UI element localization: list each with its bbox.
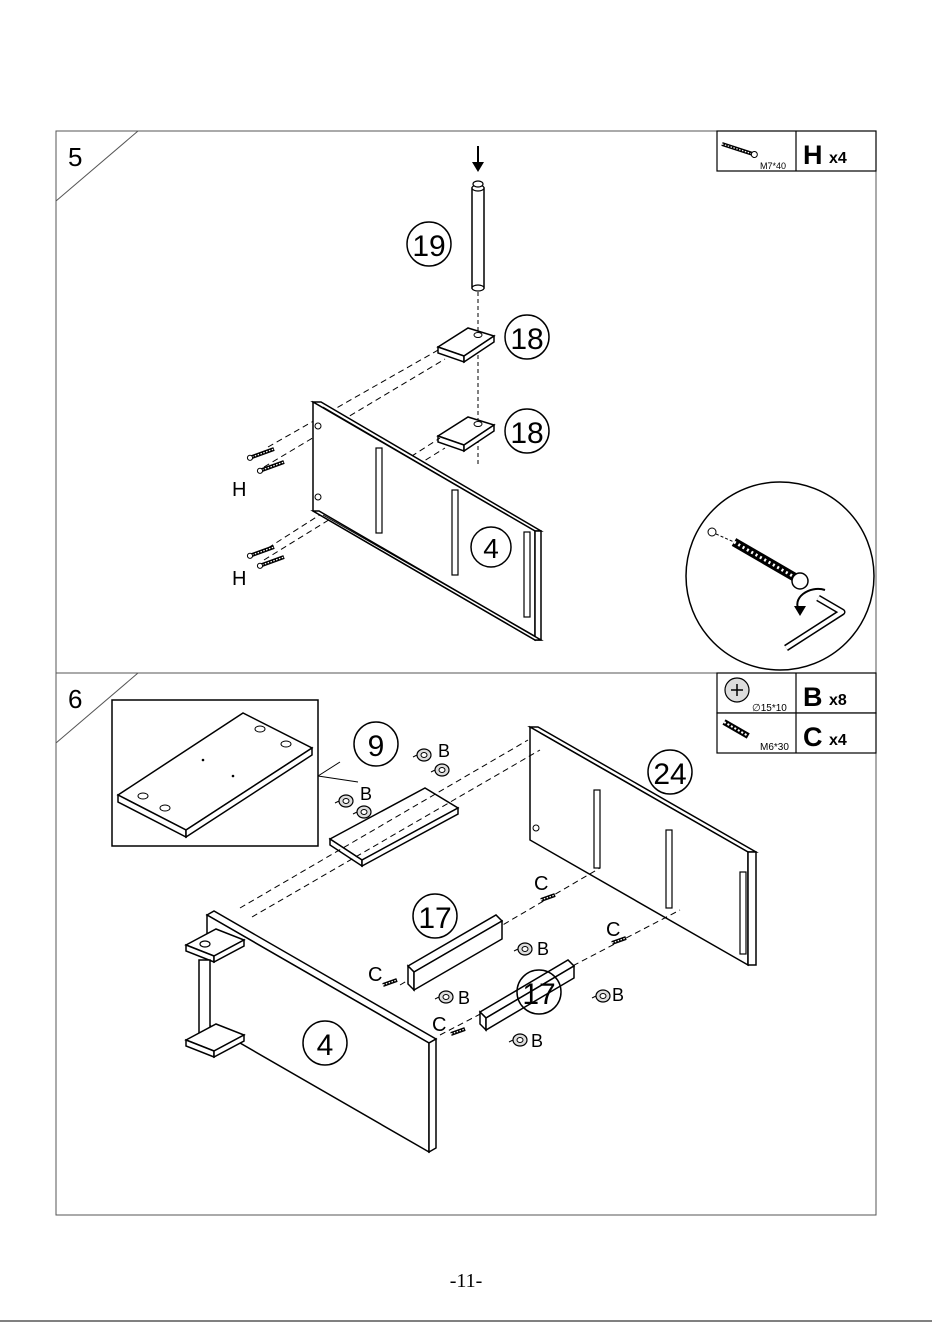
bracket-bottom-part	[438, 417, 494, 451]
dowel-label: C	[432, 1014, 446, 1036]
cam-lock-icon	[725, 678, 749, 702]
hardware-size: M7*40	[760, 161, 786, 171]
allen-key-detail	[686, 482, 874, 670]
cam-label: B	[438, 741, 450, 761]
hardware-size: M6*30	[760, 742, 789, 753]
cam-label: B	[531, 1031, 543, 1051]
cam-label: B	[612, 985, 624, 1005]
screw-icon	[247, 449, 284, 568]
cam-label: B	[537, 939, 549, 959]
step-6-panel: 6 ∅15*10 B x8 M6*30 C x4	[56, 673, 876, 1215]
hardware-qty: x8	[829, 692, 847, 709]
hardware-box-b: ∅15*10 B x8	[717, 673, 876, 714]
part-label-rail-bottom: 17	[522, 978, 555, 1011]
bracket-top-part	[438, 328, 494, 362]
hardware-letter: H	[803, 140, 823, 170]
step-5-panel: 5 M7*40 H x4 19	[56, 131, 876, 673]
screw-label: H	[232, 479, 246, 501]
hardware-box-h: M7*40 H x4	[717, 131, 876, 171]
arrow-down-icon	[472, 146, 484, 172]
hardware-qty: x4	[829, 150, 847, 167]
shelf-detail-inset	[112, 700, 318, 846]
step-number: 5	[68, 142, 82, 172]
part-label-panel: 4	[483, 533, 499, 564]
part-label-rail-top: 17	[418, 902, 451, 935]
screw-label: H	[232, 568, 246, 590]
cam-label: B	[360, 784, 372, 804]
hardware-letter: C	[803, 722, 823, 752]
part-label-rod: 19	[412, 230, 445, 263]
part-label-shelf: 9	[368, 730, 385, 763]
back-panel-part	[530, 727, 756, 965]
part-label-back-panel: 24	[653, 758, 686, 791]
dowel-label: C	[534, 873, 548, 895]
dowel-label: C	[368, 964, 382, 986]
page-number: -11-	[450, 1270, 483, 1292]
hardware-box-c: M6*30 C x4	[717, 713, 876, 753]
cam-label: B	[458, 988, 470, 1008]
part-label-bracket-bottom: 18	[510, 417, 543, 450]
part-label-bracket-top: 18	[510, 323, 543, 356]
hardware-size: ∅15*10	[752, 703, 787, 714]
hardware-letter: B	[803, 682, 823, 712]
dowel-label: C	[606, 919, 620, 941]
hardware-qty: x4	[829, 732, 847, 749]
part-label-front-panel: 4	[317, 1029, 334, 1062]
rod-part	[472, 181, 484, 291]
step-number: 6	[68, 684, 82, 714]
